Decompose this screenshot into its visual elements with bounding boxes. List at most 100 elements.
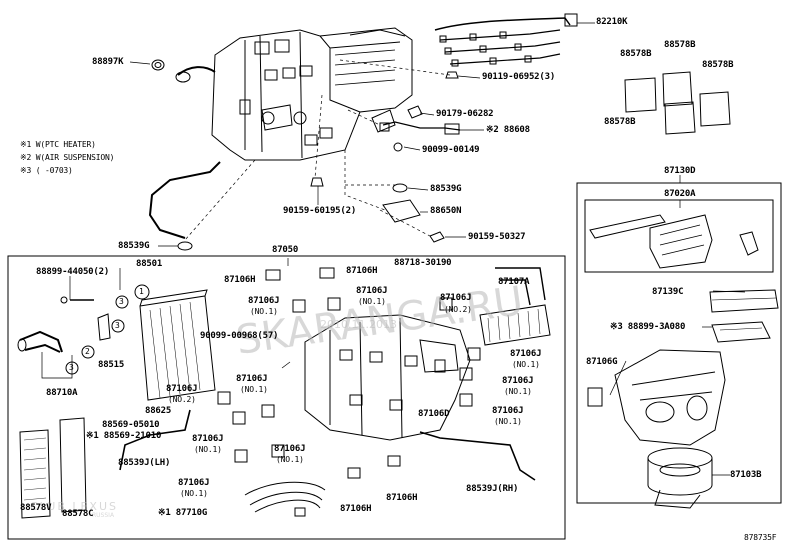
label-88710A: 88710A (46, 388, 78, 398)
label-88539J-RH: 88539J(RH) (466, 484, 519, 494)
hose-88539J-RH (419, 431, 536, 481)
filter-88578C (59, 417, 87, 513)
note-3: ※3 ( -0703) (20, 166, 73, 175)
label-90119: 90119-06952(3) (482, 72, 556, 82)
label-88625: 88625 (145, 406, 172, 416)
note-2: ※2 W(AIR SUSPENSION) (20, 153, 115, 162)
label-87106J-j: 87106J (274, 444, 306, 454)
filter-elements-88578B (624, 71, 731, 135)
label-87106J-k: 87106J (178, 478, 210, 488)
label-88539J-LH: 88539J(LH) (118, 458, 171, 468)
callout-3b: 3 (69, 363, 74, 372)
heater-unit-main (304, 314, 471, 441)
watermark-brand-sub: RUSSIA (92, 512, 115, 519)
assembly-87130D-box (576, 182, 782, 504)
filter-case-87020A (589, 214, 759, 269)
label-88578B-3: 88578B (702, 60, 734, 70)
part-88650N (382, 199, 421, 223)
label-88569-05010: 88569-05010 (102, 420, 160, 430)
label-87106H-3: 87106H (386, 493, 418, 503)
callout-2: 2 (85, 347, 90, 356)
label-87106J-c-no: (NO.2) (444, 305, 472, 314)
callout-3c: 3 (115, 321, 120, 330)
label-88897K: 88897K (92, 57, 124, 67)
grommet-88539G (177, 241, 193, 251)
label-87106J-h: 87106J (492, 406, 524, 416)
label-87106J-i: 87106J (192, 434, 224, 444)
label-87050: 87050 (272, 245, 299, 255)
label-88578B-1: 88578B (664, 40, 696, 50)
watermark-date: 2010.11.2013 (320, 318, 397, 331)
label-87106J-e: 87106J (236, 374, 268, 384)
label-88539G-left: 88539G (118, 241, 150, 251)
label-88899-44050: 88899-44050(2) (36, 267, 110, 277)
label-87106J-c: 87106J (440, 293, 472, 303)
connectors (217, 267, 481, 479)
label-88578B-2: 88578B (620, 49, 652, 59)
grommet-88897K (151, 59, 165, 71)
label-87103B: 87103B (730, 470, 762, 480)
label-87139C: 87139C (652, 287, 684, 297)
note-1: ※1 W(PTC HEATER) (20, 140, 96, 149)
label-87106J-d-no: (NO.1) (512, 360, 540, 369)
label-87106J-f-no: (NO.2) (168, 395, 196, 404)
label-87106J-a-no: (NO.1) (250, 307, 278, 316)
label-88539G-top: 88539G (430, 184, 462, 194)
label-87106J-b: 87106J (356, 286, 388, 296)
watermark-brand: CLUB LEXUS (30, 500, 119, 513)
label-87106J-k-no: (NO.1) (180, 489, 208, 498)
label-88578C: 88578C (62, 509, 94, 519)
label-87106J-f: 87106J (166, 384, 198, 394)
label-87106J-h-no: (NO.1) (494, 417, 522, 426)
diagram-id: 878735F (744, 533, 777, 542)
label-88569-21010: ※1 88569-21010 (86, 431, 162, 441)
hose-88539J-LH (119, 409, 191, 471)
label-87106J-i-no: (NO.1) (194, 445, 222, 454)
label-90159-50327: 90159-50327 (468, 232, 526, 242)
callout-1: 1 (139, 287, 144, 296)
filter-88578V (19, 429, 51, 519)
label-87107A: 87107A (498, 277, 530, 287)
assembly-87020A-box (584, 199, 774, 273)
label-90099-00968: 90099-00968(57) (200, 331, 279, 341)
part-88515 (97, 313, 111, 341)
label-88718: 88718-30190 (394, 258, 452, 268)
wire-harness-82210K (434, 13, 578, 67)
label-87106D: 87106D (418, 409, 450, 419)
harness-87710G (244, 481, 326, 513)
label-90099-00149: 90099-00149 (422, 145, 480, 155)
screw-90119 (445, 71, 459, 79)
frame-88899-3A080 (711, 321, 771, 343)
label-87710G: ※1 87710G (158, 508, 208, 518)
filter-87139C (709, 289, 779, 313)
label-90179: 90179-06282 (436, 109, 494, 119)
label-88608: ※2 88608 (486, 125, 530, 135)
label-87106J-j-no: (NO.1) (276, 455, 304, 464)
assembly-87050-box (7, 255, 566, 540)
label-88578V: 88578V (20, 503, 52, 513)
label-87106J-d: 87106J (510, 349, 542, 359)
label-87106J-b-no: (NO.1) (358, 297, 386, 306)
label-87130D: 87130D (664, 166, 696, 176)
label-88501: 88501 (136, 259, 163, 269)
evaporator-88501 (139, 289, 216, 401)
label-88650N: 88650N (430, 206, 462, 216)
label-87020A: 87020A (664, 189, 696, 199)
label-87106J-e-no: (NO.1) (240, 385, 268, 394)
callout-3a: 3 (119, 297, 124, 306)
label-82210K: 82210K (596, 17, 628, 27)
label-88899-3A080: ※3 88899-3A080 (610, 322, 686, 332)
label-90159-60195: 90159-60195(2) (283, 206, 357, 216)
label-87106J-g: 87106J (502, 376, 534, 386)
blower-case (587, 349, 726, 446)
piping-88710A (17, 330, 73, 379)
label-87106J-a: 87106J (248, 296, 280, 306)
label-87106H-2: 87106H (346, 266, 378, 276)
label-87106G: 87106G (586, 357, 618, 367)
heater-unit-top (211, 27, 413, 161)
label-87106J-g-no: (NO.1) (504, 387, 532, 396)
label-87106H-1: 87106H (224, 275, 256, 285)
label-88578B-4: 88578B (604, 117, 636, 127)
